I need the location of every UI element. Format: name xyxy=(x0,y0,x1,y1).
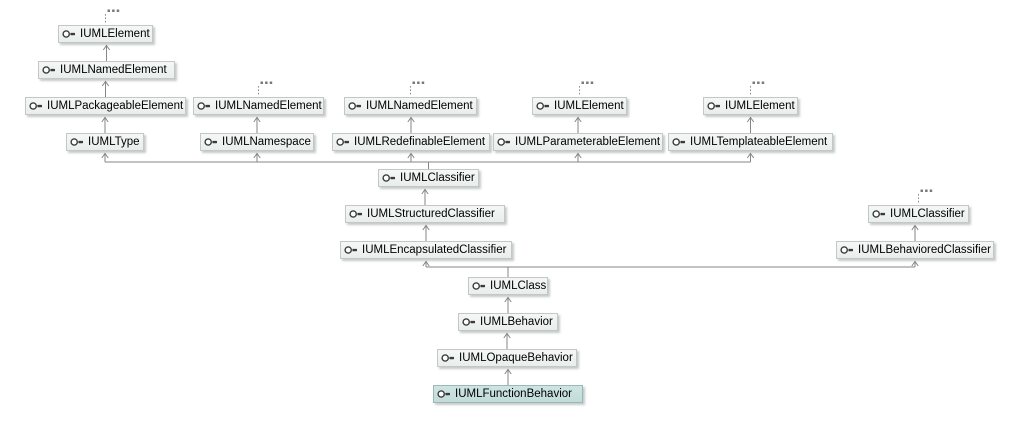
interface-node-IUMLElement[interactable]: IUMLElement xyxy=(532,97,627,115)
interface-node-IUMLType[interactable]: IUMLType xyxy=(66,133,144,151)
interface-node-label: IUMLElement xyxy=(725,99,795,112)
interface-node-label: IUMLBehavioredClassifier xyxy=(858,243,991,256)
interface-lollipop-icon xyxy=(707,102,720,110)
interface-node-label: IUMLClass xyxy=(490,279,547,292)
interface-node-label: IUMLElement xyxy=(80,27,150,40)
interface-lollipop-icon xyxy=(672,138,685,146)
interface-node-IUMLNamedElement[interactable]: IUMLNamedElement xyxy=(193,97,324,115)
interface-lollipop-icon xyxy=(437,390,450,398)
interface-node-label: IUMLRedefinableElement xyxy=(354,135,486,148)
interface-node-IUMLRedefinableElement[interactable]: IUMLRedefinableElement xyxy=(332,133,490,151)
interface-lollipop-icon xyxy=(462,318,475,326)
interface-node-label: IUMLStructuredClassifier xyxy=(367,207,495,220)
interface-lollipop-icon xyxy=(472,282,485,290)
interface-lollipop-icon xyxy=(382,174,395,182)
interface-node-label: IUMLPackageableElement xyxy=(47,99,184,112)
interface-node-IUMLStructuredClassifier[interactable]: IUMLStructuredClassifier xyxy=(345,205,505,223)
generalization-edge xyxy=(253,116,261,133)
interface-lollipop-icon xyxy=(62,30,75,38)
interface-node-IUMLBehavioredClassifier[interactable]: IUMLBehavioredClassifier xyxy=(836,241,994,259)
interface-node-IUMLParameterableElement[interactable]: IUMLParameterableElement xyxy=(493,133,663,151)
interface-node-IUMLOpaqueBehavior[interactable]: IUMLOpaqueBehavior xyxy=(437,349,577,367)
interface-lollipop-icon xyxy=(497,138,510,146)
interface-lollipop-icon xyxy=(349,210,362,218)
interface-lollipop-icon xyxy=(197,102,210,110)
interface-lollipop-icon xyxy=(42,66,55,74)
interface-node-label: IUMLNamedElement xyxy=(366,99,473,112)
interface-node-IUMLClassifier[interactable]: IUMLClassifier xyxy=(868,205,969,223)
generalization-edge xyxy=(911,224,919,241)
ancestor-ellipsis xyxy=(410,81,425,95)
interface-node-IUMLClassifier[interactable]: IUMLClassifier xyxy=(378,169,479,187)
interface-node-label: IUMLNamespace xyxy=(222,135,311,148)
generalization-edge xyxy=(407,116,415,133)
interface-node-IUMLElement[interactable]: IUMLElement xyxy=(703,97,798,115)
interface-lollipop-icon xyxy=(29,102,42,110)
interface-lollipop-icon xyxy=(840,246,853,254)
interface-lollipop-icon xyxy=(70,138,83,146)
generalization-edge xyxy=(421,188,429,205)
interface-node-label: IUMLFunctionBehavior xyxy=(455,387,572,400)
generalization-edge xyxy=(503,332,511,349)
generalization-edge xyxy=(102,44,111,61)
interface-node-label: IUMLBehavior xyxy=(480,315,553,328)
interface-node-label: IUMLType xyxy=(88,135,140,148)
interface-lollipop-icon xyxy=(344,246,357,254)
generalization-edge xyxy=(574,116,582,133)
ancestor-ellipsis xyxy=(918,189,933,203)
interface-lollipop-icon xyxy=(872,210,885,218)
generalization-edge xyxy=(101,152,755,169)
interface-node-IUMLEncapsulatedClassifier[interactable]: IUMLEncapsulatedClassifier xyxy=(340,241,512,259)
interface-lollipop-icon xyxy=(204,138,217,146)
ancestor-ellipsis xyxy=(579,81,594,95)
interface-node-label: IUMLParameterableElement xyxy=(515,135,661,148)
interface-node-label: IUMLEncapsulatedClassifier xyxy=(362,243,507,256)
interface-lollipop-icon xyxy=(441,354,454,362)
interface-node-IUMLClass[interactable]: IUMLClass xyxy=(468,277,548,295)
generalization-edge xyxy=(101,80,110,97)
interface-node-label: IUMLOpaqueBehavior xyxy=(459,351,573,364)
generalization-edge xyxy=(422,260,919,277)
generalization-edge xyxy=(746,116,755,133)
interface-node-IUMLElement[interactable]: IUMLElement xyxy=(58,25,153,43)
interface-node-label: IUMLElement xyxy=(554,99,624,112)
interface-lollipop-icon xyxy=(536,102,549,110)
interface-node-IUMLNamespace[interactable]: IUMLNamespace xyxy=(200,133,314,151)
interface-lollipop-icon xyxy=(348,102,361,110)
generalization-edge xyxy=(504,368,512,385)
interface-node-label: IUMLClassifier xyxy=(400,171,475,184)
interface-node-IUMLFunctionBehavior[interactable]: IUMLFunctionBehavior xyxy=(433,385,583,403)
generalization-edge xyxy=(504,296,512,313)
interface-node-IUMLPackageableElement[interactable]: IUMLPackageableElement xyxy=(25,97,186,115)
interface-node-IUMLTemplateableElement[interactable]: IUMLTemplateableElement xyxy=(668,133,833,151)
ancestor-ellipsis xyxy=(105,9,120,23)
interface-node-label: IUMLNamedElement xyxy=(60,63,167,76)
ancestor-ellipsis xyxy=(258,81,273,95)
ancestor-ellipsis xyxy=(750,81,765,95)
generalization-edge xyxy=(101,116,109,133)
interface-node-IUMLNamedElement[interactable]: IUMLNamedElement xyxy=(344,97,477,115)
interface-node-label: IUMLClassifier xyxy=(890,207,965,220)
interface-lollipop-icon xyxy=(336,138,349,146)
interface-node-IUMLNamedElement[interactable]: IUMLNamedElement xyxy=(38,61,175,79)
interface-node-IUMLBehavior[interactable]: IUMLBehavior xyxy=(458,313,558,331)
generalization-edge xyxy=(422,224,430,241)
interface-node-label: IUMLNamedElement xyxy=(215,99,322,112)
interface-node-label: IUMLTemplateableElement xyxy=(690,135,828,148)
